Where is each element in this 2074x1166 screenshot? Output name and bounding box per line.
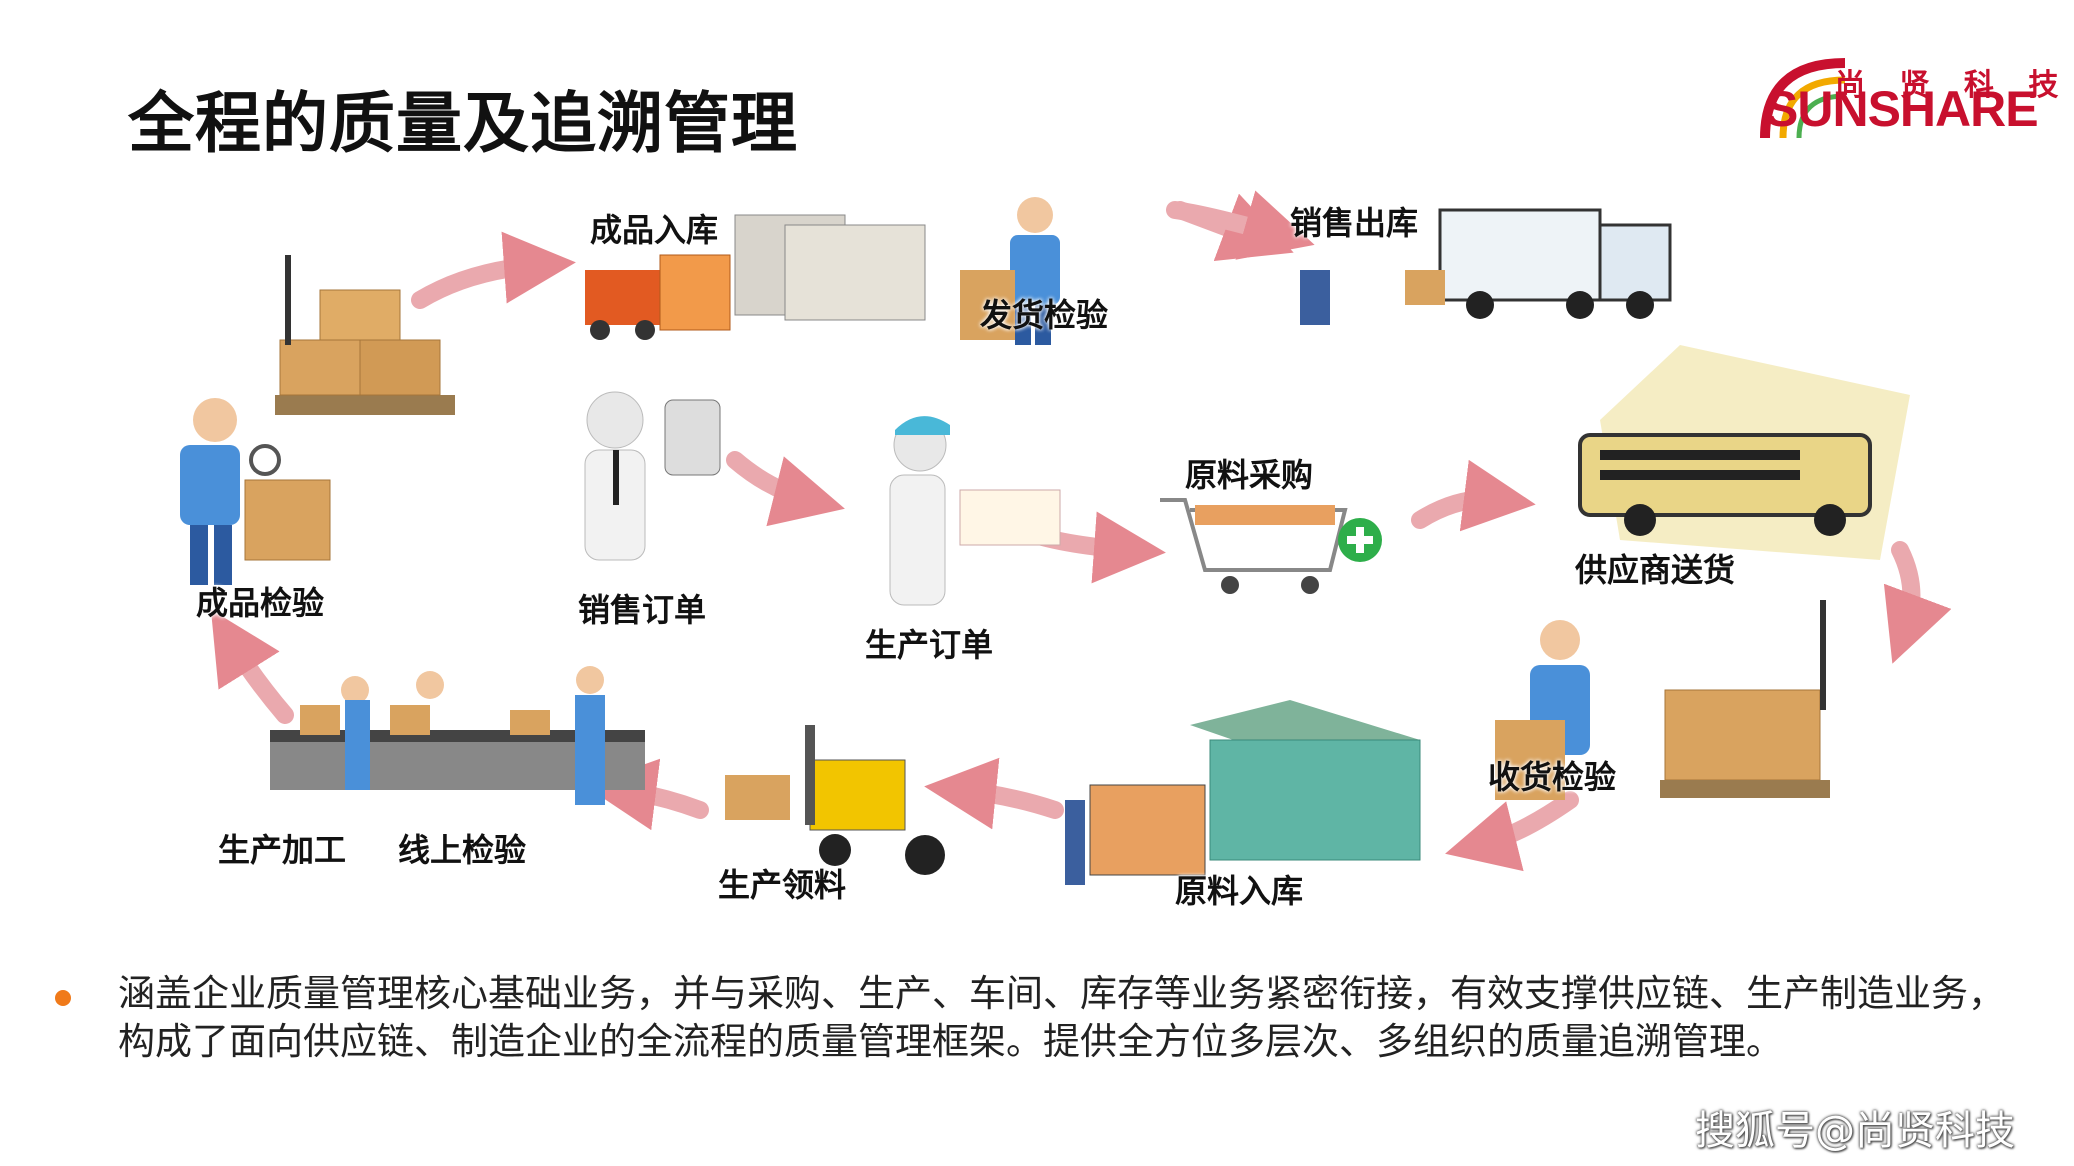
bullet-dot (55, 990, 71, 1006)
step-sales-order: 销售订单 (578, 591, 707, 629)
arrow-shipping-to-outbound-top (1166, 190, 1315, 260)
step-sales-outbound: 销售出库 (1290, 204, 1419, 242)
arrow-inbound-to-requisition (924, 757, 1064, 830)
shopping-cart-icon (1160, 498, 1382, 594)
sunshare-logo (1760, 58, 1846, 139)
logo-english-text: SUNSHARE (1765, 81, 2039, 137)
step-supplier-delivery: 供应商送货 (1575, 551, 1736, 589)
yellow-forklift-icon (725, 725, 945, 875)
production-order-figure-icon (889, 416, 1061, 606)
watermark: 搜狐号@尚贤科技 (1695, 1108, 2015, 1154)
delivery-truck-icon (1300, 208, 1672, 325)
step-production-order: 生产订单 (865, 626, 994, 664)
inspector-worker-icon (180, 398, 331, 585)
receiving-inspector-icon (1495, 600, 1830, 800)
salesman-phone-icon (584, 391, 721, 561)
arrow-finished-inspection-to-inbound (411, 231, 576, 309)
step-production-processing: 生产加工 (218, 831, 347, 869)
pallet-boxes-icon (275, 255, 455, 415)
conveyor-line-icon (270, 666, 645, 805)
shipping-inspector-icon (960, 197, 1060, 345)
description-text: 涵盖企业质量管理核心基础业务，并与采购、生产、车间、库存等业务紧密衔接，有效支撑… (118, 972, 2005, 1063)
step-material-inbound: 原料入库 (1175, 872, 1304, 910)
supplier-bus-icon (1578, 345, 1910, 560)
forklift-stacks-icon (585, 214, 926, 340)
arrow-requisition-to-processing (584, 758, 709, 831)
arrow-receiving-to-material-inbound (1445, 791, 1579, 872)
arrow-processing-to-finished-inspection (210, 609, 294, 724)
warehouse-building-icon (1065, 700, 1421, 885)
arrow-purchase-to-supplier (1411, 459, 1536, 532)
step-receiving-inspection: 收货检验 (1488, 758, 1617, 796)
step-shipping-inspection: 发货检验 (980, 296, 1109, 334)
logo-chinese-text: 尚 贤 科 技 (1835, 68, 2071, 103)
arrow-sales-to-production (726, 451, 845, 527)
step-online-inspection: 线上检验 (398, 831, 527, 869)
arrow-supplier-to-receiving (1883, 541, 1952, 664)
page-title: 全程的质量及追溯管理 (128, 85, 798, 162)
step-finished-inbound: 成品入库 (590, 211, 719, 249)
step-finished-inspection: 成品检验 (196, 584, 325, 622)
step-material-purchase: 原料采购 (1185, 456, 1314, 494)
step-material-requisition: 生产领料 (718, 866, 847, 904)
